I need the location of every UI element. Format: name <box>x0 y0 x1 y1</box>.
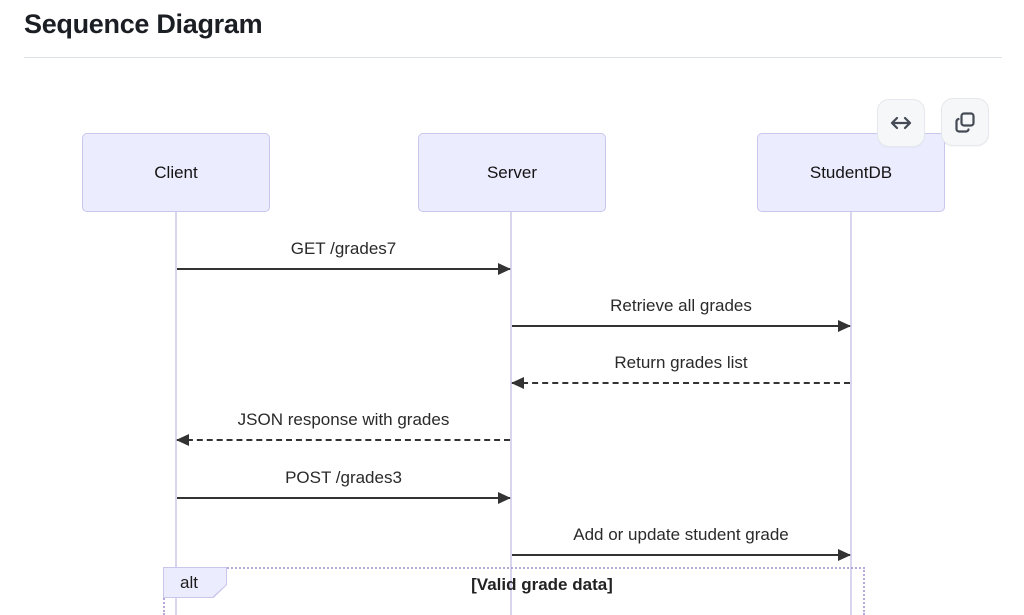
arrowhead-left-icon <box>176 434 189 446</box>
title-divider <box>24 57 1002 58</box>
arrowhead-right-icon <box>498 492 511 504</box>
message-return-grades: Return grades list <box>511 352 850 389</box>
message-get-grades: GET /grades7 <box>177 238 511 275</box>
message-post-grades: POST /grades3 <box>177 467 511 504</box>
copy-icon <box>952 109 978 135</box>
copy-button[interactable] <box>941 98 989 146</box>
page-title: Sequence Diagram <box>24 9 263 39</box>
alt-frame-label: alt <box>163 567 227 598</box>
actor-client: Client <box>82 133 270 212</box>
arrowhead-right-icon <box>498 263 511 275</box>
arrowhead-right-icon <box>838 320 851 332</box>
actor-client-label: Client <box>154 162 198 182</box>
actor-studentdb-label: StudentDB <box>809 162 893 182</box>
left-right-arrow-icon <box>888 110 914 136</box>
alt-frame-label-text: alt <box>180 572 198 592</box>
lifeline-client <box>175 212 177 615</box>
message-label: Retrieve all grades <box>610 296 752 315</box>
message-label: Add or update student grade <box>573 525 789 544</box>
message-arrow-dashed <box>176 434 510 446</box>
message-arrow-solid <box>512 549 851 561</box>
message-arrow-solid <box>177 263 511 275</box>
actor-server-label: Server <box>486 162 538 182</box>
resize-button[interactable] <box>877 99 925 147</box>
message-json-response: JSON response with grades <box>176 409 510 446</box>
message-arrow-solid <box>512 320 851 332</box>
lifeline-server <box>510 212 512 615</box>
alt-frame-condition: [Valid grade data] <box>471 575 613 594</box>
message-label: Return grades list <box>614 353 748 372</box>
arrowhead-right-icon <box>838 549 851 561</box>
arrowhead-left-icon <box>511 377 524 389</box>
actor-server: Server <box>418 133 606 212</box>
message-label: JSON response with grades <box>237 410 450 429</box>
message-retrieve-grades: Retrieve all grades <box>512 295 851 332</box>
message-label: POST /grades3 <box>285 468 402 487</box>
message-arrow-dashed <box>511 377 850 389</box>
message-arrow-solid <box>177 492 511 504</box>
message-label: GET /grades7 <box>290 239 397 258</box>
lifeline-studentdb <box>850 212 852 615</box>
message-add-update-grade: Add or update student grade <box>512 524 851 561</box>
